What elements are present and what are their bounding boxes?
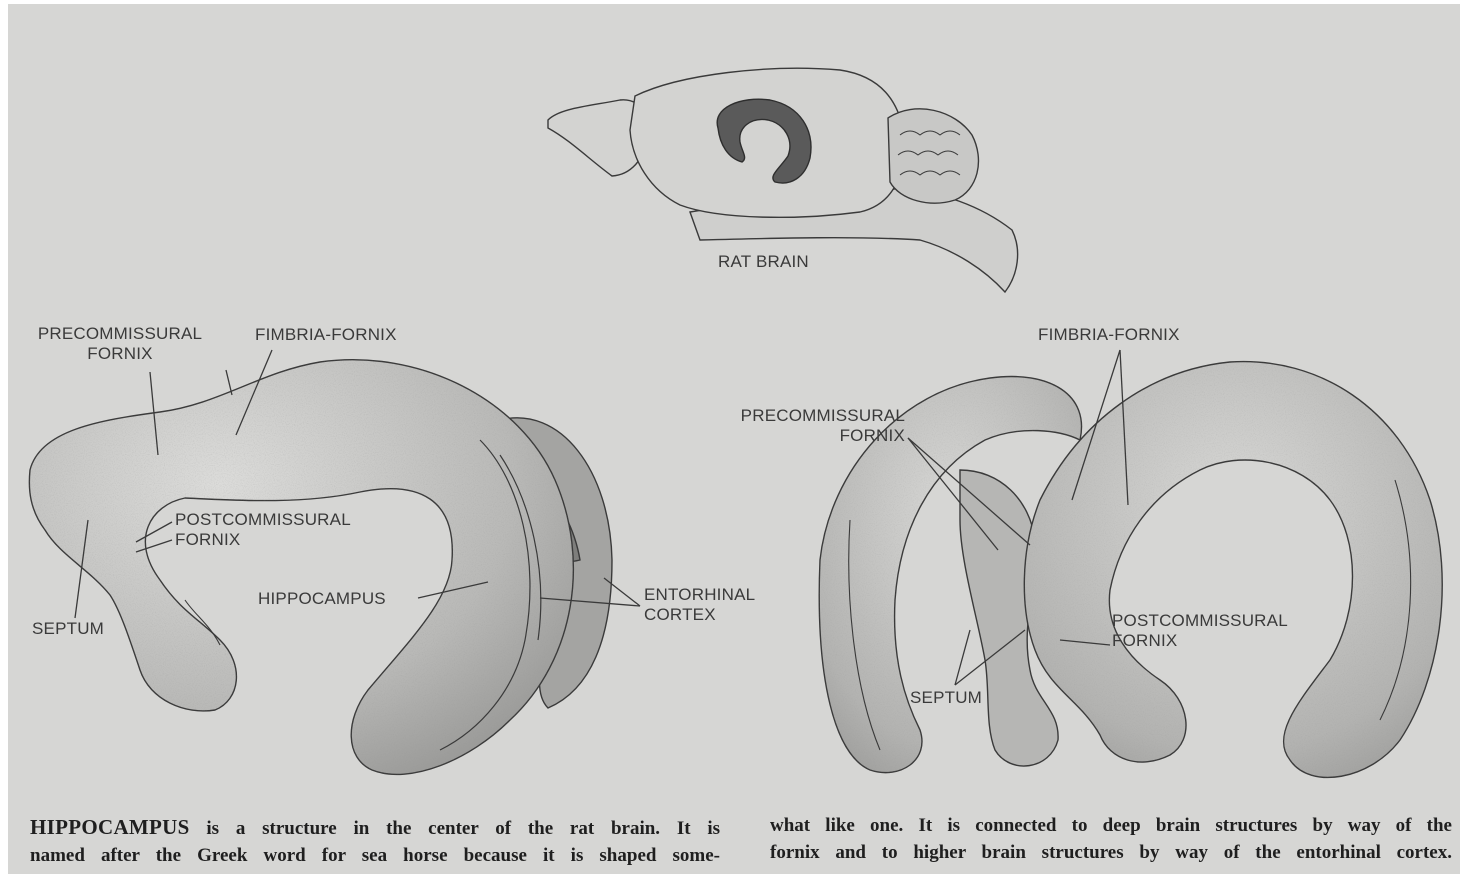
label-right-postcommissural-fornix: POSTCOMMISSURAL FORNIX (1112, 611, 1288, 651)
label-right-precommissural-line2: FORNIX (840, 426, 905, 445)
label-left-fimbria-fornix: FIMBRIA-FORNIX (255, 325, 397, 345)
label-left-postcommissural-line1: POSTCOMMISSURAL (175, 510, 351, 529)
label-left-entorhinal-cortex: ENTORHINAL CORTEX (644, 585, 755, 625)
caption-col1-line1: HIPPOCAMPUS is a structure in the center… (30, 814, 720, 842)
caption-col1-line2: named after the Greek word for sea horse… (30, 842, 720, 869)
label-left-precommissural-line2: FORNIX (87, 344, 152, 363)
caption-col2-line2: fornix and to higher brain structures by… (770, 839, 1452, 866)
label-right-postcommissural-line1: POSTCOMMISSURAL (1112, 611, 1288, 630)
label-right-precommissural-line1: PRECOMMISSURAL (741, 406, 905, 425)
label-left-septum: SEPTUM (32, 619, 104, 639)
label-left-postcommissural-line2: FORNIX (175, 530, 240, 549)
label-right-septum: SEPTUM (910, 688, 982, 708)
label-right-postcommissural-line2: FORNIX (1112, 631, 1177, 650)
caption-lead-word: HIPPOCAMPUS (30, 815, 190, 839)
label-right-precommissural-fornix: PRECOMMISSURAL FORNIX (713, 406, 905, 446)
caption-column-2: what like one. It is connected to deep b… (770, 812, 1452, 866)
label-left-postcommissural-fornix: POSTCOMMISSURAL FORNIX (175, 510, 351, 550)
caption-col1-line1-rest: is a structure in the center of the rat … (190, 818, 720, 839)
label-rat-brain: RAT BRAIN (718, 252, 809, 272)
label-left-hippocampus: HIPPOCAMPUS (258, 589, 386, 609)
label-left-precommissural-fornix: PRECOMMISSURAL FORNIX (20, 324, 220, 364)
label-right-fimbria-fornix: FIMBRIA-FORNIX (1038, 325, 1180, 345)
label-left-precommissural-line1: PRECOMMISSURAL (38, 324, 202, 343)
caption-column-1: HIPPOCAMPUS is a structure in the center… (30, 814, 720, 869)
caption-col2-line1: what like one. It is connected to deep b… (770, 812, 1452, 839)
label-left-entorhinal-line2: CORTEX (644, 605, 716, 624)
label-left-entorhinal-line1: ENTORHINAL (644, 585, 755, 604)
